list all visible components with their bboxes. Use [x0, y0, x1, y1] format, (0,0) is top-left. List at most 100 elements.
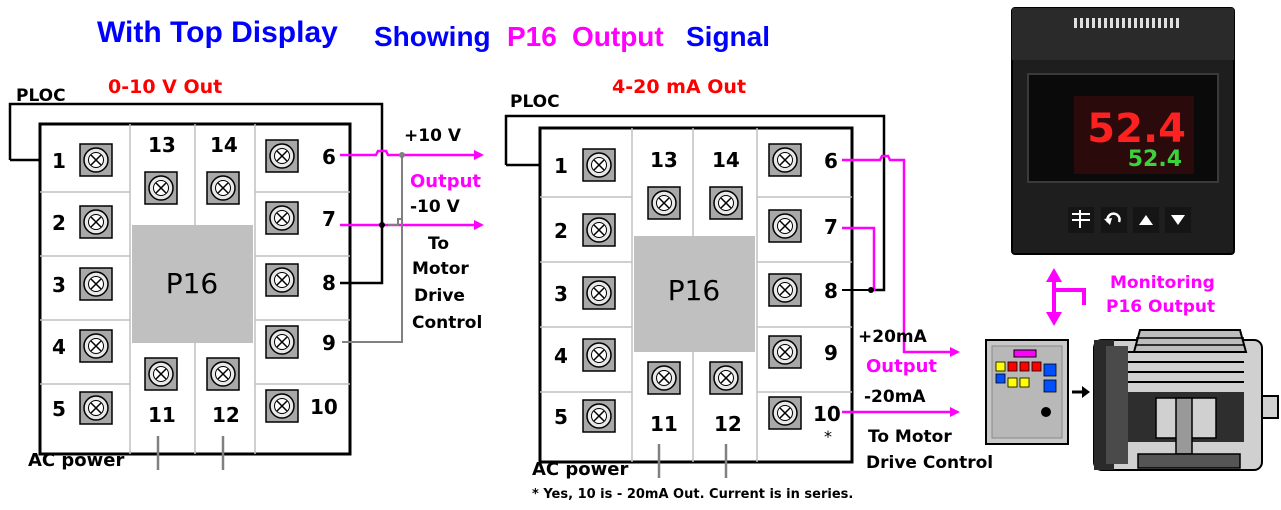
left-dest-line3: Drive: [414, 286, 465, 306]
screw-terminal-2-icon: [79, 205, 113, 239]
left-dest-line2: Motor: [412, 259, 469, 279]
meter-button-enter[interactable]: [1068, 207, 1094, 233]
screw-terminal-3-icon: [79, 267, 113, 301]
right-plus-output-wire: [842, 154, 960, 357]
screw-terminal-8-icon: [265, 263, 299, 297]
drive-display: [1013, 349, 1037, 358]
motor-drive-controller: [985, 339, 1069, 445]
pin-3-label: 3: [554, 282, 568, 306]
pin-7-label: 7: [322, 207, 336, 231]
screw-terminal-3-icon: [582, 276, 616, 310]
screw-terminal-6-icon: [768, 143, 802, 177]
right-pin-numbers: 1 2 3 4 5 6 7 8 9 10 11 12 13 14: [554, 148, 841, 436]
up-arrow-icon: [1139, 215, 1153, 225]
pin-11-label: 11: [650, 412, 678, 436]
right-ploc-wire: [504, 114, 886, 292]
title-part3: P16: [507, 21, 557, 52]
meter-button-down[interactable]: [1165, 207, 1191, 233]
left-dest-line4: Control: [412, 313, 482, 333]
pin-14-label: 14: [712, 148, 740, 172]
left-p16-center: [132, 225, 253, 343]
right-ploc-label: PLOC: [510, 92, 560, 112]
pin-5-label: 5: [52, 397, 66, 421]
pin-8-label: 8: [322, 271, 336, 295]
pin-1-label: 1: [554, 154, 568, 178]
pin-13-label: 13: [148, 133, 176, 157]
right-heading: 4-20 mA Out: [612, 76, 746, 98]
screw-terminal-1-icon: [582, 148, 616, 182]
right-wiring-diagram: PLOC 4-20 mA Out P16 1 2: [504, 76, 993, 502]
screw-terminal-2-icon: [582, 213, 616, 247]
pin-9-label: 9: [824, 341, 838, 365]
screw-terminal-4-icon: [582, 338, 616, 372]
meter-bottom-readout: 52.4: [1128, 147, 1182, 172]
right-p16-center: [634, 236, 755, 352]
pin-5-label: 5: [554, 405, 568, 429]
pin-11-label: 11: [148, 403, 176, 427]
right-pin10-star: *: [824, 427, 832, 446]
screw-terminal-1-icon: [79, 143, 113, 177]
screw-terminal-12-icon: [206, 357, 240, 391]
pin-2-label: 2: [52, 211, 66, 235]
pin-4-label: 4: [554, 344, 568, 368]
screw-terminal-12-icon: [709, 361, 743, 395]
pin-2-label: 2: [554, 219, 568, 243]
pin-10-label: 10: [813, 402, 841, 426]
left-ploc-label: PLOC: [16, 86, 66, 106]
right-footnote: * Yes, 10 is - 20mA Out. Current is in s…: [532, 487, 853, 502]
title-part1: With Top Display: [97, 16, 338, 49]
right-dest-line2: Drive Control: [866, 453, 993, 473]
right-ac-power-label: AC power: [532, 459, 628, 480]
left-device-label: P16: [166, 267, 219, 300]
screw-terminal-5-icon: [79, 391, 113, 425]
screw-terminal-14-icon: [206, 171, 240, 205]
motor-illustration: [1093, 329, 1279, 471]
screw-terminal-14-icon: [709, 186, 743, 220]
screw-terminal-4-icon: [79, 329, 113, 363]
pin-14-label: 14: [210, 133, 238, 157]
screw-terminal-9-icon: [265, 325, 299, 359]
pin-12-label: 12: [714, 412, 742, 436]
screw-terminal-10-icon: [768, 396, 802, 430]
title-part2: Showing: [374, 21, 491, 52]
left-plus-output-wire: [340, 149, 484, 160]
meter-top-vents: [1074, 18, 1179, 28]
screw-terminal-7-icon: [265, 201, 299, 235]
pin-9-label: 9: [322, 331, 336, 355]
pin-8-label: 8: [824, 279, 838, 303]
left-wiring-diagram: PLOC 0-10 V Out P16: [8, 76, 484, 471]
title-part5: Signal: [686, 21, 770, 52]
pin-10-label: 10: [310, 395, 338, 419]
pin-1-label: 1: [52, 149, 66, 173]
monitoring-line1: Monitoring: [1110, 273, 1215, 293]
meter-button-up[interactable]: [1133, 207, 1159, 233]
screw-terminal-5-icon: [582, 399, 616, 433]
pin-6-label: 6: [824, 149, 838, 173]
left-pin9-wire: [342, 155, 403, 343]
screw-terminal-13-icon: [144, 171, 178, 205]
pin-3-label: 3: [52, 273, 66, 297]
screw-terminal-7-icon: [768, 209, 802, 243]
screw-terminal-9-icon: [768, 335, 802, 369]
left-plus-label: +10 V: [404, 126, 462, 146]
right-plus-label: +20mA: [858, 327, 928, 347]
screw-terminal-10-icon: [265, 389, 299, 423]
meter-button-cycle[interactable]: [1101, 207, 1127, 233]
left-ac-power-label: AC power: [28, 450, 124, 471]
pin-6-label: 6: [322, 145, 336, 169]
right-dest-line1: To Motor: [868, 427, 952, 447]
monitoring-link: [1046, 268, 1086, 326]
screw-terminal-11-icon: [647, 361, 681, 395]
left-heading: 0-10 V Out: [108, 76, 222, 98]
drive-to-motor-arrow: [1072, 386, 1090, 398]
right-minus-label: -20mA: [864, 387, 926, 407]
screw-terminal-6-icon: [265, 139, 299, 173]
screw-terminal-8-icon: [768, 273, 802, 307]
left-pin-numbers: 1 2 3 4 5 6 7 8 9 10 11 12 13 14: [52, 133, 338, 427]
pin-7-label: 7: [824, 215, 838, 239]
left-dest-line1: To: [428, 234, 449, 254]
left-ploc-wire: [8, 102, 384, 285]
left-minus-label: -10 V: [410, 197, 461, 217]
down-arrow-icon: [1171, 215, 1185, 225]
monitoring-line2: P16 Output: [1106, 297, 1215, 317]
